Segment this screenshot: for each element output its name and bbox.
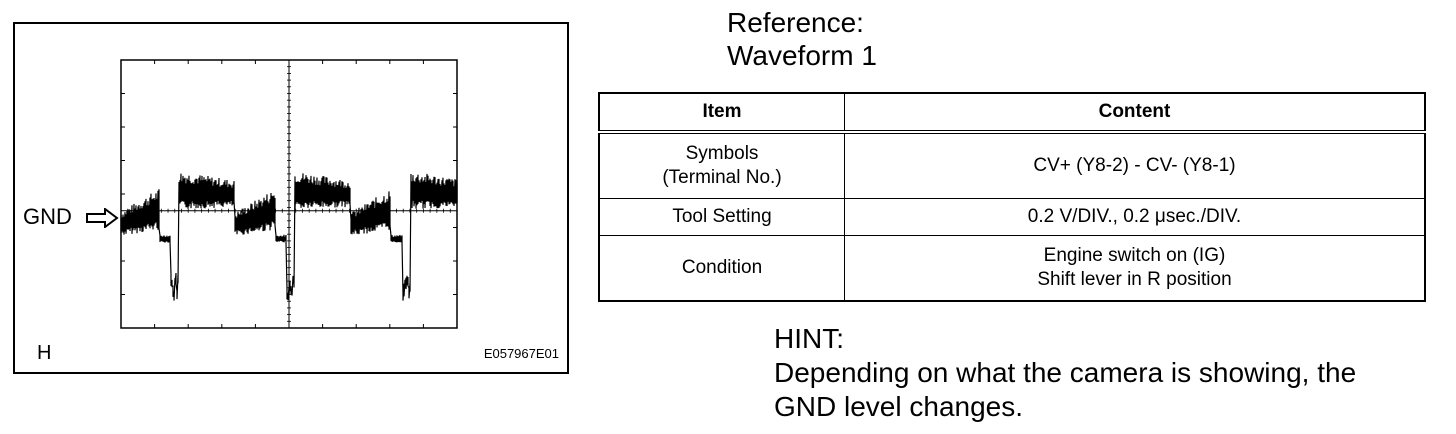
content-text: Engine switch on (IG) (1043, 245, 1226, 266)
item-text: Condition (681, 257, 763, 278)
reference-title-line2: Waveform 1 (727, 40, 877, 71)
gnd-label: GND (23, 204, 72, 229)
content-cell: Engine switch on (IG) Shift lever in R p… (844, 235, 1426, 302)
item-cell: Tool Setting (598, 198, 845, 236)
hollow-right-arrow-icon (86, 208, 119, 228)
table-row: Symbols (Terminal No.) CV+ (Y8-2) - CV- … (598, 131, 1426, 199)
header-content: Content (844, 92, 1426, 134)
item-text: Symbols (685, 143, 759, 164)
table-row: Tool Setting 0.2 V/DIV., 0.2 μsec./DIV. (598, 198, 1426, 236)
content-text: CV+ (Y8-2) - CV- (Y8-1) (1033, 155, 1236, 176)
figure-code: E057967E01 (483, 346, 559, 361)
reference-title: Reference: Waveform 1 (727, 6, 877, 72)
waveform-figure: GND H E057967E01 (13, 22, 569, 374)
table-row: Condition Engine switch on (IG) Shift le… (598, 235, 1426, 302)
oscilloscope-screen (120, 59, 458, 329)
waveform-trace (120, 173, 458, 301)
content-text: 0.2 V/DIV., 0.2 μsec./DIV. (1027, 206, 1242, 227)
waveform-info-table: Item Content Symbols (Terminal No.) CV+ … (598, 92, 1426, 302)
item-text: Tool Setting (672, 206, 772, 227)
item-cell: Condition (598, 235, 845, 302)
header-item: Item (598, 92, 845, 134)
corner-label-h: H (37, 342, 52, 364)
reference-title-line1: Reference: (727, 7, 864, 38)
item-text: (Terminal No.) (662, 167, 782, 188)
table-header-row: Item Content (598, 92, 1426, 134)
hint-line: GND level changes. (774, 391, 1024, 422)
item-cell: Symbols (Terminal No.) (598, 131, 845, 199)
content-text: Shift lever in R position (1037, 269, 1232, 290)
content-cell: CV+ (Y8-2) - CV- (Y8-1) (844, 131, 1426, 199)
hint-heading: HINT: (774, 323, 844, 354)
content-cell: 0.2 V/DIV., 0.2 μsec./DIV. (844, 198, 1426, 236)
hint-block: HINT: Depending on what the camera is sh… (774, 322, 1356, 424)
hint-line: Depending on what the camera is showing,… (774, 357, 1357, 388)
